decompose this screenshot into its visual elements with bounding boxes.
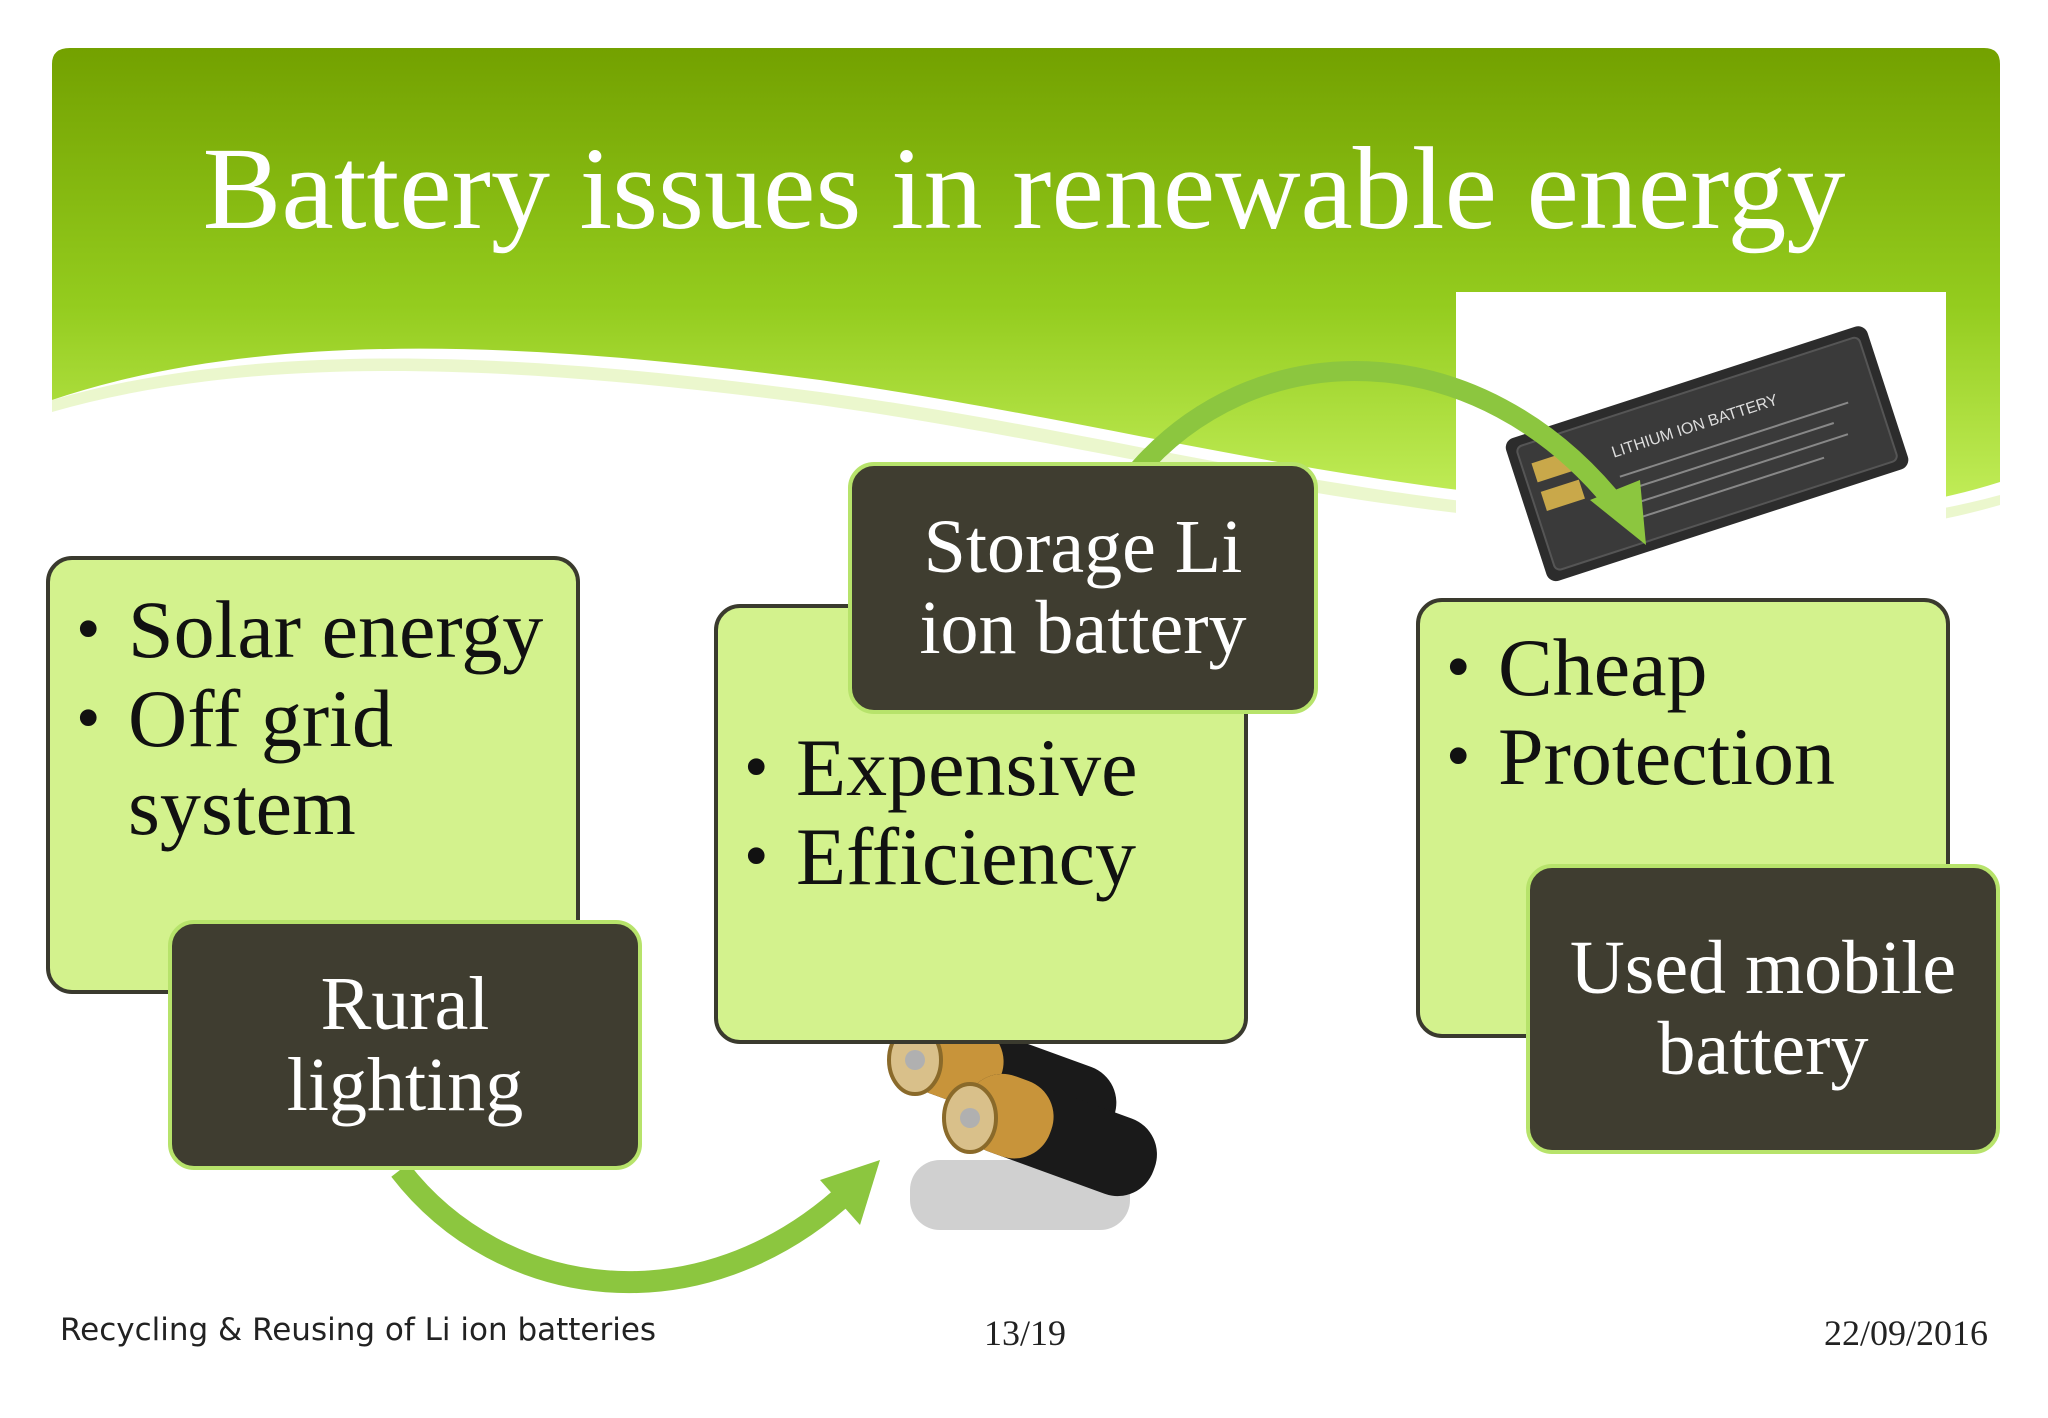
group-3-bullet-2: Protection bbox=[1446, 712, 1946, 802]
footer-page-number: 13/19 bbox=[983, 1313, 1066, 1353]
group-2-bullet-list: Expensive Efficiency bbox=[744, 723, 1244, 902]
group-1-bullet-list: Solar energy Off grid system bbox=[76, 585, 576, 852]
group-1-bullet-2: Off grid system bbox=[76, 674, 576, 852]
group-3-bullet-1: Cheap bbox=[1446, 623, 1946, 713]
footer-date: 22/09/2016 bbox=[1823, 1313, 1988, 1353]
arrow-to-batteries bbox=[391, 1160, 880, 1294]
group-1-bullet-1: Solar energy bbox=[76, 585, 576, 675]
slide-title: Battery issues in renewable energy bbox=[202, 123, 1846, 254]
group-3-label: Used mobile battery bbox=[1569, 925, 1957, 1091]
group-1-label: Rural lighting bbox=[286, 961, 524, 1127]
group-2-label-box: Storage Li ion battery bbox=[848, 462, 1318, 714]
group-3-bullet-list: Cheap Protection bbox=[1446, 623, 1946, 802]
group-1-label-box: Rural lighting bbox=[168, 920, 642, 1170]
group-3-label-box: Used mobile battery bbox=[1526, 864, 2000, 1154]
group-2-label: Storage Li ion battery bbox=[919, 504, 1247, 670]
footer-left: Recycling & Reusing of Li ion batteries bbox=[60, 1312, 657, 1348]
group-2-bullet-2: Efficiency bbox=[744, 812, 1244, 902]
group-2-bullet-1: Expensive bbox=[744, 723, 1244, 813]
group-2-bullets-box: Expensive Efficiency bbox=[714, 604, 1248, 1044]
arrow-to-phone-battery bbox=[1122, 361, 1646, 545]
